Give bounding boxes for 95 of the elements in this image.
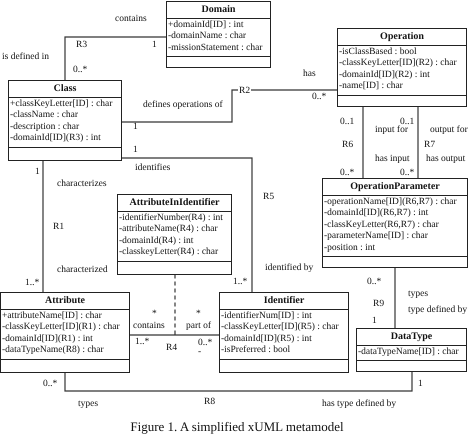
association-line bbox=[130, 334, 219, 336]
class-box bbox=[0, 292, 130, 372]
role-label: identified by bbox=[265, 263, 314, 274]
class-name: Attribute bbox=[1, 293, 129, 310]
association-line bbox=[64, 36, 166, 80]
role-label: * bbox=[196, 309, 201, 320]
class-name: DataType bbox=[357, 329, 466, 346]
role-label: identifies bbox=[135, 163, 170, 174]
association-line bbox=[394, 268, 396, 328]
attribute-text: -domainId[ID](R5) : int bbox=[221, 334, 313, 345]
attribute-text: -domainId[ID](R3) : int bbox=[10, 133, 102, 144]
role-label: characterizes bbox=[57, 179, 107, 190]
class-box bbox=[356, 328, 467, 372]
role-label: 1 bbox=[133, 122, 138, 133]
role-label: 1 bbox=[152, 40, 157, 51]
class-name: Class bbox=[9, 81, 121, 98]
attribute-text: -name[ID] : char bbox=[339, 81, 404, 92]
attribute-text: -dataTypeName(R8) : char bbox=[2, 345, 105, 356]
attribute-text: -domainId[ID](R1) : int bbox=[2, 334, 94, 345]
class-name: OperationParameter bbox=[323, 179, 467, 196]
role-label: has input bbox=[375, 154, 410, 165]
class-box bbox=[322, 178, 468, 268]
association-line bbox=[64, 372, 413, 392]
attribute-text: -operationName[ID](R6,R7) : char bbox=[324, 196, 458, 208]
attribute-text: -parameterName[ID] : char bbox=[324, 231, 429, 242]
figure-caption: Figure 1. A simplified xUML metamodel bbox=[129, 419, 345, 434]
role-label: 0..* bbox=[400, 168, 414, 179]
attribute-text: -domainId(R4) : int bbox=[119, 236, 194, 247]
role-label: characterized bbox=[57, 265, 108, 276]
role-label: 0..1 bbox=[400, 117, 414, 127]
class-box bbox=[117, 194, 232, 274]
role-label: 1 bbox=[35, 167, 40, 178]
role-label: 1..* bbox=[25, 278, 40, 289]
class-box bbox=[219, 292, 349, 372]
attribute-text: -isPreferred : bool bbox=[221, 345, 292, 356]
association-line bbox=[122, 89, 337, 123]
attribute-text: -classKeyLetter[ID](R5) : char bbox=[221, 322, 340, 334]
attribute-text: -identifierNum[ID] : int bbox=[221, 310, 313, 322]
role-label: part of bbox=[186, 321, 212, 332]
role-label: has bbox=[303, 69, 316, 80]
attribute-text: -domainId[ID](R6,R7) : int bbox=[324, 208, 430, 220]
attribute-text: -isClassBased : bool bbox=[339, 46, 418, 58]
attribute-text: -classKeyLetter[ID](R2) : char bbox=[339, 58, 458, 70]
role-label: 0..* bbox=[312, 92, 326, 103]
role-label: 0..1 bbox=[340, 117, 354, 128]
role-label: input for bbox=[375, 125, 408, 136]
dashed-line bbox=[174, 274, 176, 335]
role-label: 0..* bbox=[367, 277, 382, 288]
attribute-text: -domainName : char bbox=[168, 31, 248, 42]
role-label: types bbox=[408, 289, 428, 300]
attribute-text: -classkeyLetter(R4) : char bbox=[119, 247, 220, 258]
role-label: type defined by bbox=[408, 305, 468, 316]
role-label: 1..* bbox=[233, 277, 248, 288]
attribute-text: -domainId[ID](R2) : int bbox=[339, 70, 431, 81]
attribute-text: -description : char bbox=[10, 122, 80, 133]
attribute-text: -dataTypeName[ID] : char bbox=[358, 346, 460, 358]
role-label: 1 bbox=[133, 145, 138, 156]
association-line bbox=[42, 160, 44, 292]
class-name: AttributeInIdentifier bbox=[118, 195, 231, 212]
role-label: 1 bbox=[418, 379, 423, 390]
class-name: Operation bbox=[338, 29, 466, 46]
attribute-text: -classKeyLetter(R6,R7) : char bbox=[324, 220, 440, 231]
role-label: has output bbox=[426, 154, 466, 165]
attribute-text: -classKeyLetter[ID](R1) : char bbox=[2, 322, 121, 334]
attribute-text: +domainId[ID] : int bbox=[168, 20, 245, 31]
role-label: 1 bbox=[372, 316, 377, 327]
association-line bbox=[122, 157, 253, 292]
role-label: contains bbox=[133, 321, 165, 332]
role-label: output for bbox=[430, 125, 468, 136]
role-label: defines operations of bbox=[143, 100, 223, 111]
role-label: has type defined by bbox=[322, 399, 396, 410]
association-line bbox=[417, 106, 419, 178]
class-name: Identifier bbox=[220, 293, 348, 310]
class-box bbox=[8, 80, 122, 160]
role-label: * bbox=[152, 309, 157, 320]
attribute-text: +classKeyLetter[ID] : char bbox=[10, 98, 114, 110]
class-box bbox=[337, 28, 467, 106]
attribute-text: -attributeName(R4) : char bbox=[119, 224, 219, 236]
role-label: 0..* bbox=[43, 379, 58, 390]
attribute-text: -missionStatement : char bbox=[168, 42, 264, 54]
class-name: Domain bbox=[167, 2, 270, 18]
role-label: is defined in bbox=[2, 52, 49, 63]
attribute-text: -identifierNumber(R4) : int bbox=[119, 212, 224, 224]
role-label: 0..* bbox=[73, 65, 88, 76]
attribute-text: +attributeName[ID] : char bbox=[2, 310, 103, 322]
class-box bbox=[166, 1, 271, 68]
role-label: - bbox=[198, 347, 202, 358]
role-label: 0..* bbox=[340, 168, 354, 179]
role-label: contains bbox=[115, 14, 147, 25]
role-label: types bbox=[78, 399, 98, 410]
attribute-text: -position : int bbox=[324, 242, 376, 254]
attribute-text: -className : char bbox=[10, 110, 80, 122]
role-label: 1..* bbox=[135, 337, 150, 348]
role-label: 0..* bbox=[198, 338, 212, 349]
association-line bbox=[362, 106, 364, 178]
